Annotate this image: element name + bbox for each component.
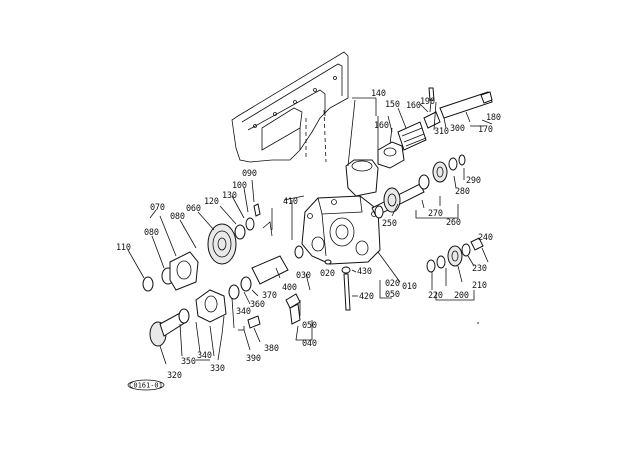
label-400: 400 — [282, 283, 297, 293]
label-260: 260 — [446, 218, 461, 228]
label-380: 380 — [264, 344, 279, 354]
label-130: 130 — [222, 191, 237, 201]
label-060: 060 — [186, 204, 201, 214]
label-080-lower: 080 — [144, 228, 159, 238]
gear-case-outline — [231, 51, 349, 163]
idler-shaft-group — [345, 87, 493, 197]
label-340-right: 340 — [236, 307, 251, 317]
label-290: 290 — [466, 176, 481, 186]
label-410: 410 — [283, 197, 298, 207]
label-180: 180 — [486, 113, 501, 123]
label-080-upper: 080 — [170, 212, 185, 222]
label-070: 070 — [150, 203, 165, 213]
label-430: 430 — [357, 267, 372, 277]
label-050-center: 050 — [302, 321, 317, 331]
label-150: 150 — [385, 100, 400, 110]
small-gear-group — [426, 237, 484, 273]
drive-gear-group — [142, 203, 273, 292]
lower-shaft-group — [149, 245, 304, 347]
label-140: 140 — [371, 89, 386, 99]
label-050-right: 050 — [385, 290, 400, 300]
label-010: 010 — [402, 282, 417, 292]
label-340-left: 340 — [197, 351, 212, 361]
label-300: 300 — [450, 124, 465, 134]
label-360: 360 — [250, 300, 265, 310]
label-160-upper: 160 — [406, 101, 421, 111]
label-200: 200 — [454, 291, 469, 301]
label-160-lower: 160 — [374, 121, 389, 131]
label-110: 110 — [116, 243, 131, 253]
label-030: 030 — [296, 271, 311, 281]
label-280: 280 — [455, 187, 470, 197]
label-240: 240 — [478, 233, 493, 243]
label-370: 370 — [262, 291, 277, 301]
label-020-center: 020 — [320, 269, 335, 279]
label-420: 420 — [359, 292, 374, 302]
diagram-code: C0161-01 — [129, 382, 163, 390]
label-210: 210 — [472, 281, 487, 291]
diagram-code-stamp: C0161-01 — [127, 379, 165, 391]
label-170: 170 — [478, 125, 493, 135]
part-labels: 140 150 160 160 190 180 170 310 300 290 … — [116, 89, 501, 381]
stray-dot — [477, 322, 479, 324]
label-320: 320 — [167, 371, 182, 381]
label-350: 350 — [181, 357, 196, 367]
label-020-right: 020 — [385, 279, 400, 289]
gear-shaft-group — [371, 154, 466, 219]
label-310: 310 — [434, 127, 449, 137]
label-120: 120 — [204, 197, 219, 207]
label-250: 250 — [382, 219, 397, 229]
label-100: 100 — [232, 181, 247, 191]
label-220: 220 — [428, 291, 443, 301]
label-330: 330 — [210, 364, 225, 374]
label-040: 040 — [302, 339, 317, 349]
label-230: 230 — [472, 264, 487, 274]
label-270: 270 — [428, 209, 443, 219]
label-390: 390 — [246, 354, 261, 364]
leader-lines — [127, 97, 493, 365]
pump-housing — [301, 195, 381, 265]
label-090: 090 — [242, 169, 257, 179]
label-190: 190 — [420, 97, 435, 107]
